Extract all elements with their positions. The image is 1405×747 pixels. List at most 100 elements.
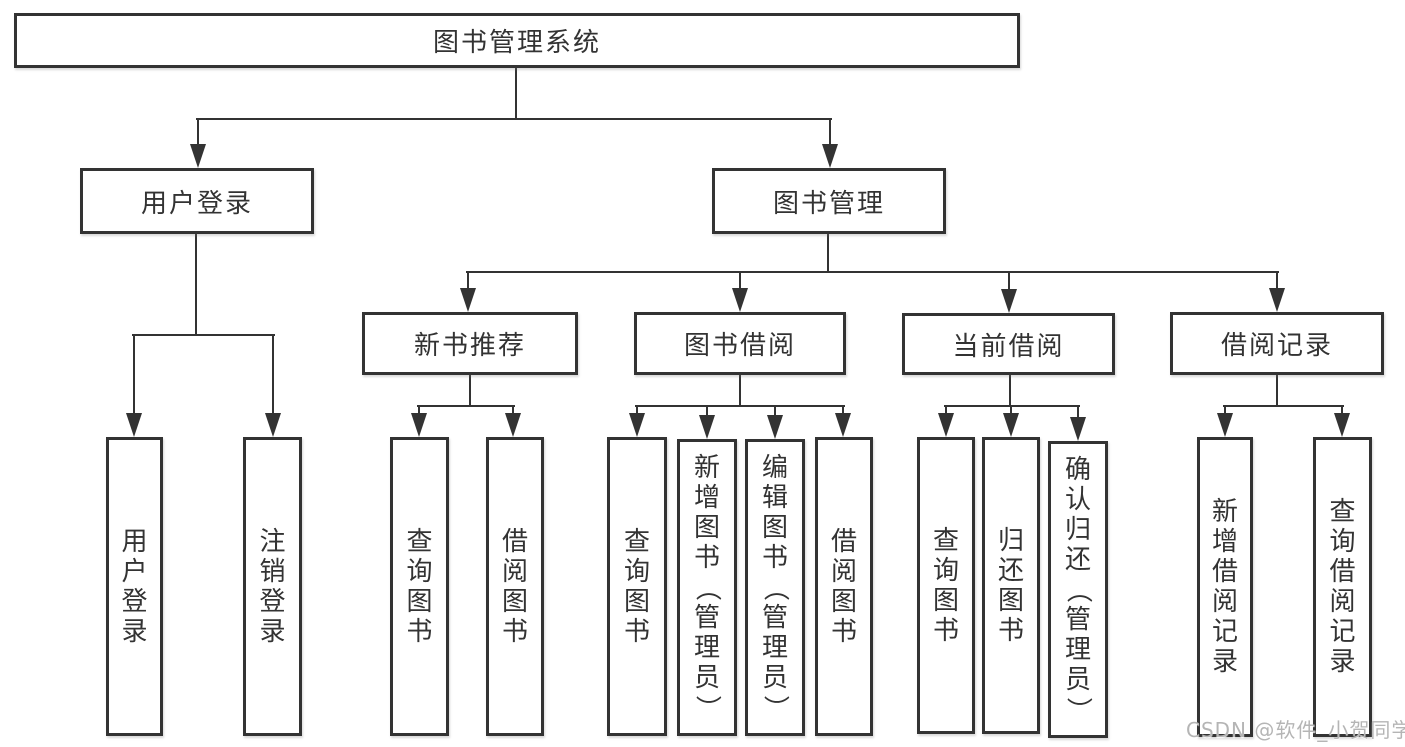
node-label-br-add-record: 新增借阅记录 — [1212, 440, 1238, 734]
vertical-char: ） — [691, 694, 722, 721]
vertical-char: 书 — [997, 615, 1024, 646]
node-current-borrow: 当前借阅 — [902, 313, 1115, 375]
arrow-connector — [505, 406, 521, 437]
connector-bus — [132, 334, 275, 336]
node-nbr-borrow-book: 借阅图书 — [486, 437, 544, 736]
connector-bus — [196, 118, 832, 120]
vertical-char: 认 — [1064, 484, 1091, 515]
connector-stub — [469, 375, 471, 407]
vertical-char: 查 — [932, 525, 959, 556]
node-label-root: 图书管理系统 — [432, 28, 601, 58]
node-book-borrow: 图书借阅 — [634, 312, 846, 375]
arrow-connector — [629, 406, 645, 437]
arrow-connector — [265, 335, 281, 437]
vertical-char: 登 — [259, 586, 286, 617]
connector-stub — [515, 68, 517, 120]
arrowhead-down-icon — [767, 415, 783, 439]
vertical-char: 书 — [932, 615, 959, 646]
node-v-logout: 注销登录 — [243, 437, 302, 736]
vertical-char: 询 — [623, 556, 650, 587]
arrow-line — [739, 272, 741, 292]
arrowhead-down-icon — [629, 413, 645, 437]
vertical-char: 书 — [693, 542, 720, 573]
vertical-char: 询 — [1329, 527, 1356, 557]
arrow-line — [418, 406, 420, 417]
vertical-char: 书 — [501, 616, 528, 647]
arrowhead-down-icon — [1334, 413, 1350, 437]
vertical-char: 图 — [501, 586, 528, 617]
vertical-char: 录 — [1329, 647, 1356, 677]
node-cb-query-book: 查询图书 — [917, 437, 975, 734]
vertical-char: 员 — [693, 662, 720, 693]
vertical-char: 登 — [121, 586, 148, 617]
vertical-char: 记 — [1329, 617, 1356, 647]
vertical-char: 还 — [1064, 544, 1091, 575]
arrowhead-down-icon — [699, 415, 715, 439]
node-label-borrow-records: 借阅记录 — [1220, 331, 1333, 361]
vertical-char: （ — [691, 574, 722, 601]
vertical-char: 员 — [1064, 664, 1091, 695]
vertical-char: （ — [759, 574, 790, 601]
arrow-connector — [1001, 272, 1017, 313]
node-label-v-user-login: 用户登录 — [121, 440, 147, 733]
connector-stub — [1009, 375, 1011, 407]
arrowhead-down-icon — [938, 413, 954, 437]
arrow-connector — [1269, 272, 1285, 312]
vertical-char: 理 — [1064, 634, 1091, 665]
node-br-query-record: 查询借阅记录 — [1313, 437, 1372, 737]
arrow-connector — [1003, 406, 1019, 437]
vertical-char: 新 — [693, 452, 720, 483]
node-book-mgmt: 图书管理 — [712, 168, 946, 234]
vertical-char: 增 — [693, 482, 720, 513]
arrowhead-down-icon — [732, 288, 748, 312]
vertical-char: 书 — [406, 616, 433, 647]
arrowhead-down-icon — [1001, 289, 1017, 313]
node-br-add-record: 新增借阅记录 — [1197, 437, 1253, 737]
node-label-bb-edit-book: 编辑图书（管理员） — [759, 442, 790, 733]
vertical-char: 查 — [1329, 497, 1356, 527]
node-label-user-login: 用户登录 — [140, 188, 253, 219]
vertical-char: 询 — [406, 556, 433, 587]
vertical-char: 图 — [830, 586, 857, 617]
arrow-line — [1008, 272, 1010, 293]
node-label-bb-query-book: 查询图书 — [624, 440, 650, 733]
arrow-line — [467, 272, 469, 292]
vertical-char: 户 — [121, 556, 148, 587]
vertical-char: 借 — [1329, 557, 1356, 587]
node-label-nbr-borrow-book: 借阅图书 — [502, 440, 528, 733]
node-bb-edit-book: 编辑图书（管理员） — [745, 439, 805, 736]
node-label-v-logout: 注销登录 — [259, 440, 285, 733]
arrowhead-down-icon — [1217, 413, 1233, 437]
vertical-char: 阅 — [501, 556, 528, 587]
vertical-char: 书 — [623, 616, 650, 647]
arrowhead-down-icon — [822, 144, 838, 168]
vertical-char: 查 — [623, 526, 650, 557]
vertical-char: 记 — [1211, 617, 1238, 647]
vertical-char: 书 — [830, 616, 857, 647]
node-bb-add-book: 新增图书（管理员） — [677, 439, 737, 736]
node-borrow-records: 借阅记录 — [1170, 312, 1384, 375]
arrow-line — [636, 406, 638, 417]
arrow-line — [512, 406, 514, 417]
vertical-char: 书 — [761, 542, 788, 573]
vertical-char: 阅 — [830, 556, 857, 587]
arrow-line — [829, 119, 831, 148]
vertical-char: 理 — [761, 632, 788, 663]
node-bb-borrow-book: 借阅图书 — [815, 437, 873, 736]
arrow-line — [1224, 406, 1226, 417]
arrow-connector — [822, 119, 838, 168]
arrow-line — [1341, 406, 1343, 417]
node-label-cb-query-book: 查询图书 — [933, 440, 959, 731]
arrow-connector — [1334, 406, 1350, 437]
arrow-line — [1077, 406, 1079, 421]
vertical-char: 借 — [1211, 557, 1238, 587]
node-label-book-borrow: 图书借阅 — [683, 331, 796, 361]
arrowhead-down-icon — [460, 288, 476, 312]
vertical-char: 查 — [406, 526, 433, 557]
vertical-char: 理 — [693, 632, 720, 663]
vertical-char: 图 — [406, 586, 433, 617]
connector-bus — [635, 405, 845, 407]
vertical-char: 图 — [997, 585, 1024, 616]
vertical-char: 管 — [693, 602, 720, 633]
